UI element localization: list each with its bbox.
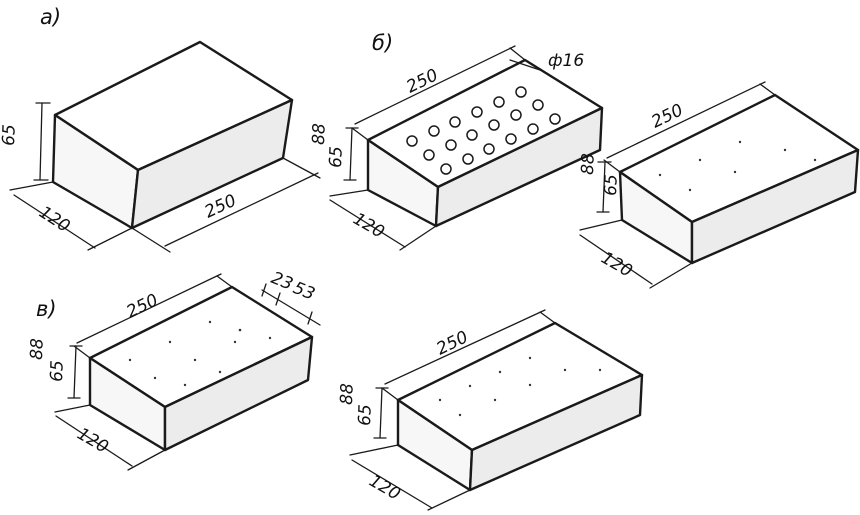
brick-b2-side-face <box>690 148 860 265</box>
brick-b2-dimension-lines <box>579 81 776 289</box>
brick-v1-specks <box>128 320 272 387</box>
brick-b1-hole-diameter-label: ф16 <box>548 51 584 71</box>
brick-b2-specks <box>658 140 817 192</box>
brick-v2-dimension-lines <box>349 309 556 511</box>
brick-a-dimension-lines <box>9 102 321 253</box>
brick-v2-specks <box>438 356 602 417</box>
part-label-b: б) <box>372 31 393 55</box>
brick-v1-side-face <box>163 335 314 452</box>
brick-b1-side-face <box>434 106 604 228</box>
brick-b1: 88 65 120 250 ф16 б) <box>309 31 604 251</box>
brick-a: 65 120 250 а) <box>0 5 321 253</box>
brick-b2-thick-height-label: 88 <box>578 153 599 176</box>
brick-v2-thick-height-label: 88 <box>337 383 358 406</box>
brick-a-height-label: 65 <box>0 124 20 146</box>
brick-b1-dimension-lines <box>329 45 541 251</box>
brick-b1-width-label: 120 <box>350 209 388 243</box>
part-label-v: в) <box>36 297 57 321</box>
brick-a-width-label: 120 <box>35 202 73 236</box>
brick-v2-length-label: 250 <box>433 327 471 359</box>
brick-v1-thick-height-label: 88 <box>27 338 48 361</box>
brick-b1-holes <box>406 86 561 175</box>
brick-v1-length-label: 250 <box>123 290 161 322</box>
brick-v1-dimension-lines <box>54 273 321 471</box>
brick-v1-height-label: 65 <box>47 360 68 382</box>
brick-v1: 88 65 120 250 23 53 в) <box>27 268 321 471</box>
brick-b2: 88 65 120 250 <box>578 81 860 289</box>
brick-b1-height-label: 65 <box>326 146 347 168</box>
brick-b2-length-label: 250 <box>648 100 686 132</box>
brick-b1-thick-height-label: 88 <box>309 123 330 146</box>
brick-v1-width-label: 120 <box>74 424 112 458</box>
brick-v2: 88 65 120 250 <box>337 309 644 511</box>
brick-v2-side-face <box>468 373 644 492</box>
brick-v1-slot-b-label: 53 <box>290 278 318 305</box>
part-label-a: а) <box>40 5 61 29</box>
brick-b2-height-label: 65 <box>601 174 622 196</box>
brick-v2-width-label: 120 <box>366 471 404 505</box>
brick-b1-length-label: 250 <box>403 65 441 97</box>
brick-v2-height-label: 65 <box>355 404 376 426</box>
brick-a-length-label: 250 <box>202 191 240 223</box>
brick-b2-width-label: 120 <box>598 248 636 282</box>
